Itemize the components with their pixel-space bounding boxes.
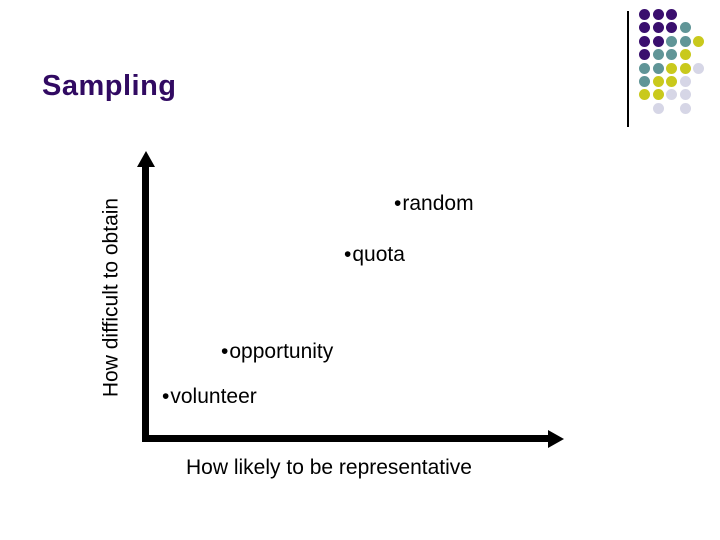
data-point-label: opportunity — [229, 340, 334, 363]
decor-dot — [666, 62, 677, 74]
decor-dot — [652, 35, 664, 47]
x-axis-arrowhead-icon — [548, 430, 564, 448]
decor-dot — [666, 35, 677, 47]
data-point-volunteer: •volunteer — [162, 385, 257, 409]
decor-dot — [679, 22, 691, 34]
data-point-label: quota — [352, 243, 405, 266]
decorative-dot-pattern — [639, 9, 717, 127]
decor-dot — [639, 35, 650, 47]
decor-dot — [652, 22, 664, 34]
decor-dot — [679, 62, 691, 74]
data-point-random: •random — [394, 192, 474, 216]
data-point-label: volunteer — [170, 385, 257, 408]
decor-dot — [639, 89, 650, 101]
data-point-opportunity: •opportunity — [221, 340, 333, 364]
decor-dot — [666, 22, 677, 34]
y-axis-label: How difficult to obtain — [99, 197, 123, 398]
decor-dot — [652, 49, 664, 61]
x-axis-line — [142, 435, 549, 442]
decor-dot — [693, 35, 704, 47]
x-axis-label: How likely to be representative — [186, 456, 472, 479]
decor-dot — [652, 9, 664, 20]
decor-dot — [679, 49, 691, 61]
bullet-icon: • — [344, 243, 352, 266]
y-axis-arrowhead-icon — [137, 151, 155, 167]
decor-dot — [666, 89, 677, 101]
decor-dot — [666, 76, 677, 87]
bullet-icon: • — [394, 192, 402, 215]
decor-dot — [693, 62, 704, 74]
bullet-icon: • — [162, 385, 170, 408]
decor-dot — [652, 62, 664, 74]
slide-title: Sampling — [42, 70, 177, 102]
bullet-icon: • — [221, 340, 229, 363]
decor-dot — [639, 9, 650, 20]
decor-dot — [679, 35, 691, 47]
decor-dot — [652, 102, 664, 114]
decor-dot — [639, 76, 650, 87]
decor-dot — [679, 76, 691, 87]
decor-dot — [639, 22, 650, 34]
decor-dot — [666, 49, 677, 61]
data-point-label: random — [402, 192, 474, 215]
data-point-quota: •quota — [344, 243, 405, 267]
divider-line — [627, 11, 629, 127]
decor-dot — [652, 76, 664, 87]
y-axis-line — [142, 164, 149, 442]
decor-dot — [652, 89, 664, 101]
decor-dot — [639, 62, 650, 74]
decor-dot — [679, 102, 691, 114]
decor-dot — [679, 89, 691, 101]
decor-dot — [666, 9, 677, 20]
decor-dot — [639, 49, 650, 61]
